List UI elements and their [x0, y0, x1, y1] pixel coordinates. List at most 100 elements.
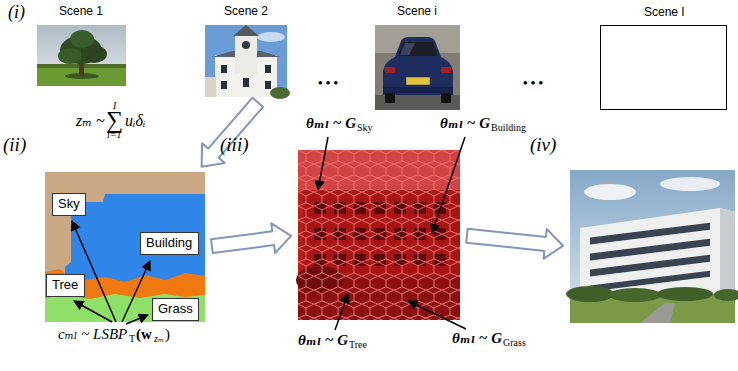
- segmentation-map-part: [45, 294, 205, 322]
- scene-2-photo-part: [242, 41, 250, 49]
- scene-2-photo-part: [233, 25, 259, 36]
- result-photo-part: [657, 287, 713, 301]
- formula-part: cₘₗ ~ LSBP: [58, 327, 127, 342]
- scene-1-photo: [37, 25, 126, 86]
- scene-i-photo-part: [383, 37, 453, 95]
- formula-part: θₘₗ ~ G: [306, 116, 356, 131]
- scene-1-photo-part: [58, 48, 82, 64]
- class-label: Grass: [158, 302, 193, 317]
- result-photo-part: [660, 177, 720, 191]
- scene-2-photo-part: [243, 78, 249, 87]
- scene-frame: Scene i: [375, 25, 460, 110]
- scene-1-photo-part: [37, 25, 126, 86]
- class-label-box: Tree: [46, 274, 85, 297]
- formula-part: Sky: [357, 123, 373, 133]
- scene-i-photo: [375, 25, 460, 110]
- superpixel-image-part: [298, 150, 460, 320]
- result-photo-part: [584, 184, 636, 200]
- scene-2-photo-part: [205, 25, 287, 97]
- scene-i-photo-part: [375, 25, 460, 110]
- leader-lines-part: [122, 261, 150, 322]
- panel-label: (iv): [530, 134, 556, 156]
- result-photo-part: [609, 288, 661, 302]
- formula-part: uᵢδᵢ: [125, 113, 146, 129]
- leader-lines-part: [318, 137, 328, 190]
- formula-part: θₘₗ ~ G: [298, 333, 348, 348]
- result-panel: (iv): [570, 170, 735, 323]
- class-label-box: Sky: [52, 193, 86, 216]
- scene-2-photo-part: [205, 77, 216, 97]
- scene-2-photo-part: [257, 32, 285, 42]
- class-label-box: Grass: [152, 298, 199, 321]
- formula-part: Tree: [349, 340, 367, 350]
- panel-label: (iii): [220, 134, 249, 156]
- result-photo-part: [590, 223, 710, 292]
- formula-part: i=1: [107, 130, 122, 140]
- ellipsis: • • •: [318, 76, 338, 89]
- result-photo-part: [640, 303, 675, 323]
- formula-part: Building: [491, 123, 526, 133]
- scene-2-photo-part: [265, 81, 271, 89]
- scene-i-photo-part: [385, 67, 395, 73]
- segmentation-map: [45, 172, 205, 322]
- scene-i-photo-part: [441, 93, 451, 103]
- flow-arrow: [466, 229, 563, 259]
- scene-2-photo-part: [235, 34, 257, 74]
- formula-part: I: [113, 101, 116, 111]
- panel-label: (ii): [3, 134, 26, 156]
- formula-part: zₘ ~: [76, 113, 105, 129]
- segmentation-map-part: [65, 194, 205, 284]
- leader-lines-part: [335, 294, 348, 330]
- leader-lines-part: [408, 301, 466, 329]
- class-label: Sky: [58, 197, 80, 212]
- panel-label: (i): [8, 3, 25, 21]
- formula-part: ): [165, 327, 170, 342]
- class-label-box: Building: [140, 232, 199, 255]
- scene-i-photo-part: [383, 87, 453, 93]
- formula-part: T: [129, 334, 135, 344]
- leader-lines-part: [74, 301, 112, 322]
- scene-i-photo-part: [441, 67, 451, 73]
- scene-title: Scene i: [397, 5, 437, 19]
- superpixel-image-part: [298, 150, 460, 320]
- scene-frame: Scene 1: [37, 25, 126, 86]
- result-photo-part: [566, 286, 614, 302]
- formula-part: zₘ: [154, 334, 164, 344]
- leader-lines: [72, 137, 466, 330]
- scene-i-photo-part: [398, 42, 438, 56]
- formula-part: Grass: [503, 338, 526, 348]
- scene-i-photo-part: [400, 43, 415, 55]
- scene-frame: Scene 2: [205, 25, 287, 97]
- result-photo: [566, 170, 738, 323]
- class-label: Tree: [52, 278, 78, 293]
- scene-2-photo-part: [221, 81, 227, 89]
- scene-2-photo-part: [270, 87, 290, 99]
- leader-lines-part: [432, 137, 465, 233]
- class-label: Building: [146, 236, 192, 251]
- formula-part: ∑: [106, 108, 123, 132]
- scene-frame: Scene I: [600, 25, 727, 110]
- result-photo-part: [720, 208, 735, 292]
- segmentation-panel: (ii)SkyBuildingTreeGrass: [45, 172, 205, 322]
- leader-lines-part: [126, 315, 148, 324]
- scene-title: Scene 1: [59, 5, 103, 19]
- flow-arrow: [211, 223, 291, 253]
- superpixel-panel: (iii): [298, 150, 460, 320]
- scene-i-photo-part: [385, 93, 395, 103]
- leader-lines-part: [72, 221, 116, 322]
- formula-part: θₘₗ ~ G: [452, 331, 502, 346]
- ellipsis: • • •: [523, 76, 543, 89]
- segmentation-map-part: [45, 172, 205, 322]
- scene-2-photo-part: [265, 65, 271, 73]
- scene-1-photo-part: [70, 30, 94, 48]
- flow-arrow: [202, 98, 264, 167]
- result-photo-part: [714, 289, 738, 301]
- formula-part: (w: [136, 327, 152, 342]
- scene-title: Scene 2: [224, 5, 268, 19]
- formula-part: θₘₗ ~ G: [440, 116, 490, 131]
- scene-i-photo-part: [406, 77, 430, 85]
- scene-2-photo-part: [221, 65, 227, 73]
- scene-2-photo: [205, 25, 290, 99]
